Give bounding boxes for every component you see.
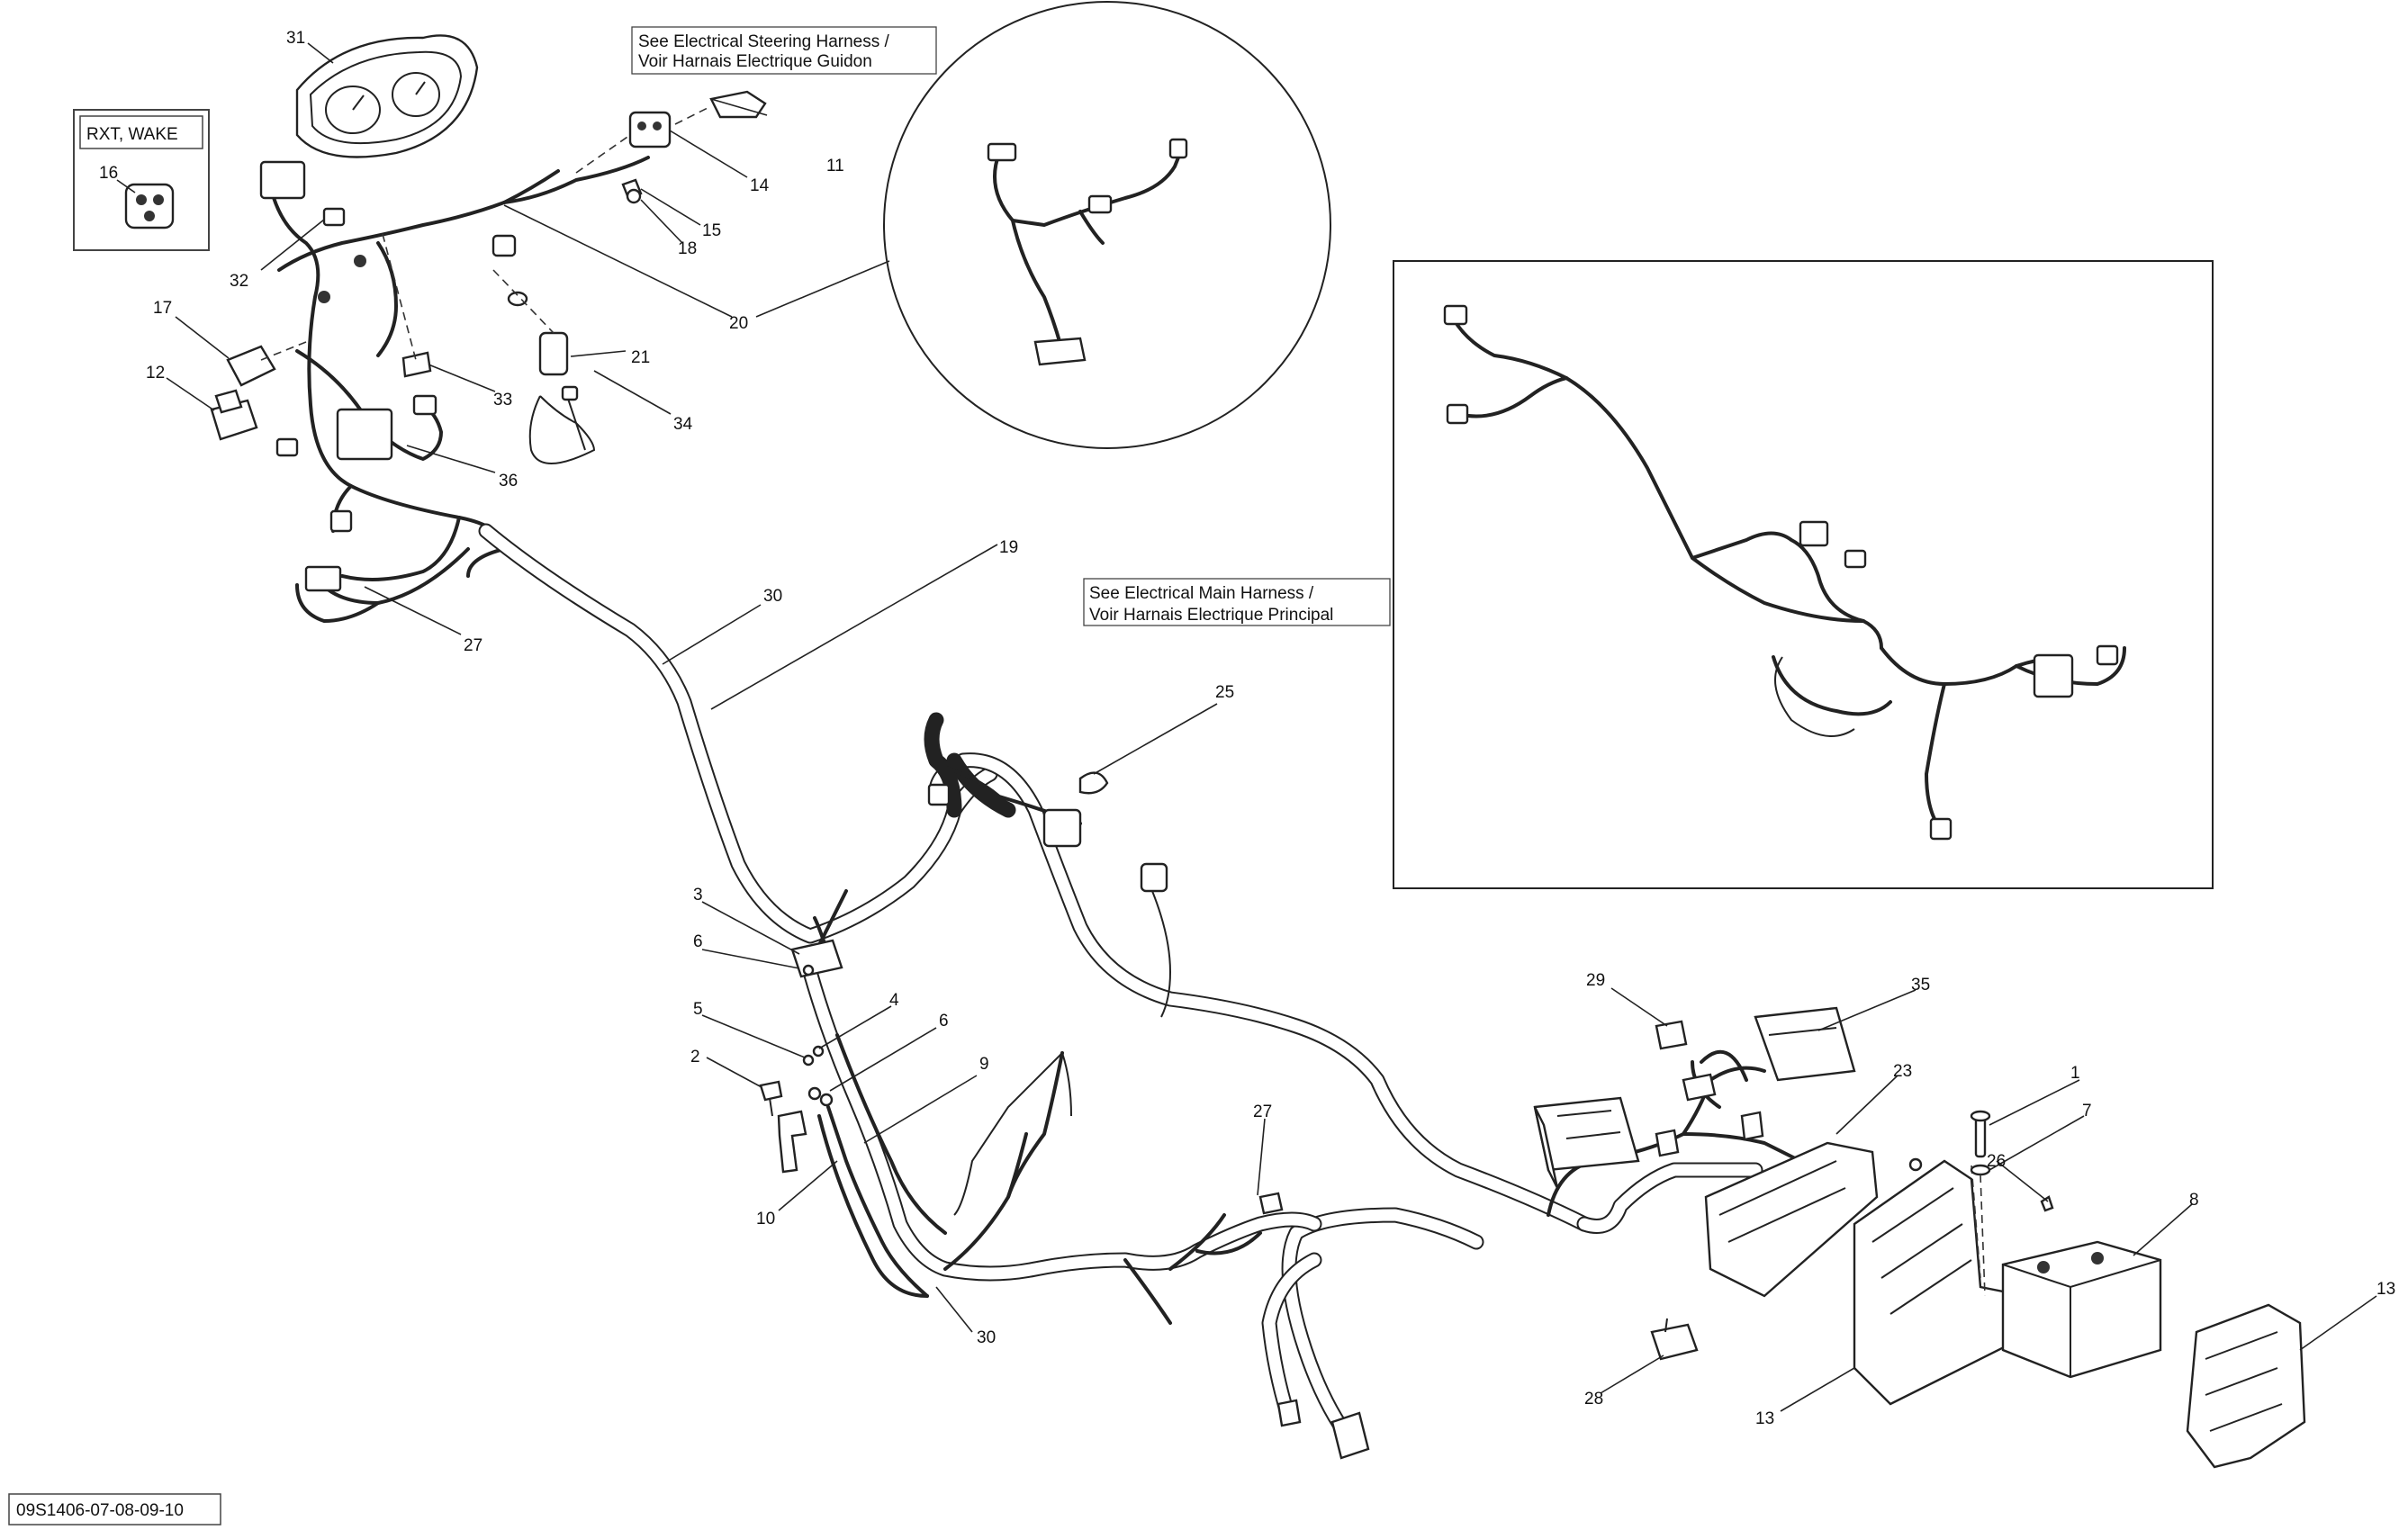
connector-32-icon bbox=[322, 207, 346, 227]
callout-16: 16 bbox=[99, 164, 118, 183]
lanyard-34-icon bbox=[528, 385, 596, 464]
washer-4-icon bbox=[812, 1045, 825, 1058]
battery-retainer-13-icon bbox=[2186, 1303, 2306, 1469]
callout-20: 20 bbox=[729, 314, 748, 333]
callout-7: 7 bbox=[2082, 1102, 2092, 1120]
connector-lower-icon bbox=[1330, 1411, 1370, 1460]
nut-26-icon bbox=[2040, 1195, 2054, 1212]
callout-8: 8 bbox=[2189, 1191, 2199, 1210]
callout-29: 29 bbox=[1586, 971, 1605, 990]
callout-9: 9 bbox=[979, 1055, 989, 1074]
steering-harness-note: See Electrical Steering Harness / Voir H… bbox=[631, 26, 937, 75]
callout-17: 17 bbox=[153, 299, 172, 318]
callout-23: 23 bbox=[1893, 1062, 1912, 1081]
callout-30b: 30 bbox=[977, 1328, 996, 1347]
callout-32: 32 bbox=[230, 272, 248, 291]
callout-21: 21 bbox=[631, 348, 650, 367]
callout-6b: 6 bbox=[939, 1012, 949, 1030]
callout-4: 4 bbox=[889, 991, 899, 1010]
callout-26: 26 bbox=[1987, 1152, 2006, 1171]
main-harness-note: See Electrical Main Harness / Voir Harna… bbox=[1083, 578, 1391, 626]
main-harness bbox=[478, 523, 1820, 1448]
washer-5-icon bbox=[802, 1054, 815, 1066]
callout-27b: 27 bbox=[1253, 1102, 1272, 1121]
svg-text:See Electrical Main Harness /: See Electrical Main Harness / bbox=[1089, 584, 1314, 603]
fuse-box-icon bbox=[1533, 1096, 1640, 1189]
switch-12-icon bbox=[210, 389, 258, 441]
screw-2-icon bbox=[759, 1080, 783, 1102]
instrument-cluster-icon bbox=[295, 34, 479, 158]
callout-31: 31 bbox=[286, 29, 305, 48]
switch-17-icon bbox=[226, 341, 307, 387]
relay-29-icon bbox=[1655, 1020, 1688, 1050]
callout-11: 11 bbox=[826, 157, 844, 176]
connector-25-icon bbox=[1042, 808, 1082, 848]
front-harness bbox=[259, 156, 650, 623]
callout-27a: 27 bbox=[464, 636, 483, 655]
ecu-35-icon bbox=[1754, 1006, 1856, 1082]
callout-3: 3 bbox=[693, 886, 703, 904]
clip-27b-icon bbox=[1258, 1192, 1284, 1215]
callout-35: 35 bbox=[1911, 976, 1930, 994]
connector-side-icon bbox=[1740, 1111, 1764, 1141]
fuse-clip-icon bbox=[1655, 1129, 1680, 1157]
callout-12: 12 bbox=[146, 364, 165, 382]
figure-code: 09S1406-07-08-09-10 bbox=[16, 1501, 184, 1520]
callout-13a: 13 bbox=[1755, 1409, 1774, 1428]
ring-terminal-icon bbox=[819, 1093, 834, 1107]
battery-8-icon bbox=[2001, 1240, 2162, 1379]
switch-16-icon bbox=[124, 183, 175, 230]
callout-5: 5 bbox=[693, 1000, 703, 1019]
relay-28-icon bbox=[1650, 1318, 1699, 1361]
connector-low-icon bbox=[1276, 1399, 1302, 1427]
callout-30a: 30 bbox=[763, 587, 782, 606]
battery-tray-13-icon bbox=[1853, 1159, 2027, 1406]
callout-15: 15 bbox=[702, 221, 721, 240]
callout-25: 25 bbox=[1215, 683, 1234, 702]
nut-18-icon bbox=[626, 188, 642, 204]
svg-text:Voir Harnais Electrique Guidon: Voir Harnais Electrique Guidon bbox=[638, 52, 872, 71]
variant-label: RXT, WAKE bbox=[86, 125, 178, 144]
main-harness-inset: See Electrical Main Harness / Voir Harna… bbox=[1083, 260, 2214, 889]
svg-text:See Electrical Steering Harnes: See Electrical Steering Harness / bbox=[638, 32, 890, 51]
callout-13b: 13 bbox=[2376, 1280, 2395, 1299]
callout-14: 14 bbox=[750, 176, 770, 195]
connector-33-icon bbox=[401, 351, 432, 378]
ground-block-3-icon bbox=[790, 939, 843, 978]
callout-18: 18 bbox=[678, 239, 697, 258]
callout-1: 1 bbox=[2070, 1064, 2080, 1083]
callout-2: 2 bbox=[690, 1048, 700, 1066]
switch-21-icon bbox=[492, 269, 569, 376]
screw-6c-icon bbox=[1908, 1157, 1923, 1172]
connector-upper-icon bbox=[927, 783, 951, 806]
connector-11-icon bbox=[709, 90, 767, 119]
sensor-connector-icon bbox=[1140, 862, 1168, 893]
switch-20-icon bbox=[492, 234, 517, 257]
battery-bracket-23-icon bbox=[1704, 1141, 1879, 1298]
callout-28: 28 bbox=[1584, 1390, 1603, 1408]
switch-14-icon bbox=[628, 111, 672, 148]
figure-code-box: 09S1406-07-08-09-10 bbox=[8, 1493, 221, 1526]
nut-6a-icon bbox=[802, 964, 815, 976]
callout-36: 36 bbox=[499, 472, 518, 490]
callout-6a: 6 bbox=[693, 932, 703, 951]
steering-harness-inset: See Electrical Steering Harness / Voir H… bbox=[631, 1, 1331, 449]
callout-10: 10 bbox=[756, 1210, 775, 1228]
callout-33: 33 bbox=[493, 391, 512, 410]
callout-numbers: 31 16 11 14 15 18 32 20 17 21 12 33 34 3… bbox=[99, 29, 2395, 1428]
post-icon bbox=[777, 1110, 807, 1174]
callout-34: 34 bbox=[673, 415, 693, 434]
variant-inset: RXT, WAKE bbox=[73, 109, 210, 251]
bolt-1-icon bbox=[1970, 1110, 1991, 1158]
callout-19: 19 bbox=[999, 538, 1018, 557]
connector-29-icon bbox=[1682, 1073, 1717, 1102]
svg-text:Voir Harnais Electrique Princi: Voir Harnais Electrique Principal bbox=[1089, 606, 1333, 625]
leader-lines bbox=[166, 42, 2377, 1412]
ring-25-icon bbox=[1078, 771, 1109, 795]
nut-6b-icon bbox=[807, 1086, 822, 1101]
